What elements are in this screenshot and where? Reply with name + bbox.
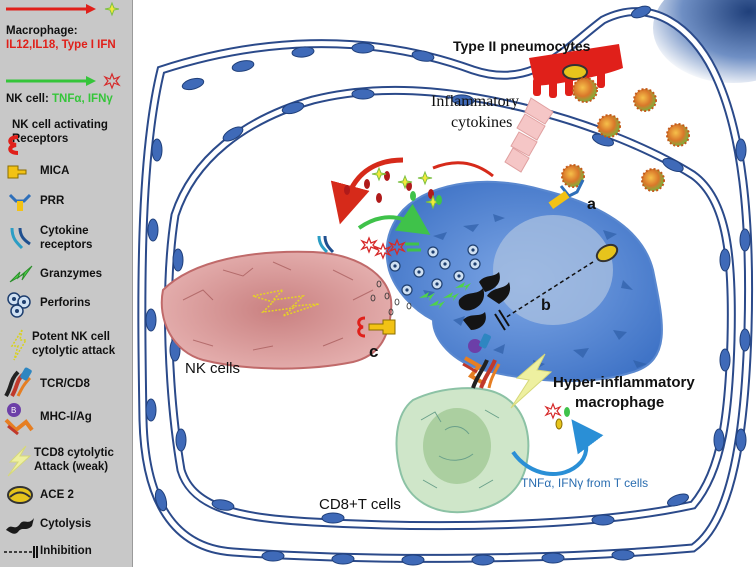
legend-panel: Macrophage: IL12,IL18, Type I IFN NK cel… — [0, 0, 133, 567]
svg-text:B: B — [11, 406, 16, 415]
virus — [666, 123, 690, 147]
cytokine-chevrons — [504, 97, 554, 173]
mica-nk-receptor — [357, 316, 396, 338]
hyper-inflammatory-label-1: Hyper-inflammatory — [553, 374, 695, 391]
legend-granzymes: Granzymes — [0, 262, 133, 288]
hyper-inflammatory-label-2: macrophage — [575, 394, 665, 411]
hyper-inflammatory-macrophage — [385, 180, 663, 383]
label-a: a — [587, 196, 596, 213]
ace2-macrophage — [595, 243, 619, 263]
green-cytokine-dots — [410, 191, 442, 205]
legend-prr: PRR — [0, 190, 133, 214]
granzyme-icon — [9, 265, 33, 283]
scene: Type II pneumocytes Inflammatory cytokin… — [133, 0, 756, 567]
legend-granzymes-label: Granzymes — [40, 268, 103, 280]
released-perforins — [389, 244, 481, 296]
yellow-stars — [371, 166, 441, 210]
pneumocyte-receptor — [529, 44, 623, 98]
lightning-yellow-icon — [10, 329, 28, 361]
legend-ace2: ACE 2 — [0, 484, 133, 508]
red-arrow-icon — [6, 1, 120, 17]
cd8-texture — [420, 409, 500, 489]
red-cytokine-dots — [344, 171, 434, 203]
tcr-cd8-icon — [4, 367, 32, 398]
legend-mica: MICA — [0, 160, 133, 184]
cytokine-receptor-pair — [317, 235, 421, 254]
inhibition-icon — [4, 546, 38, 558]
legend-perforins: Perforins — [0, 290, 133, 320]
legend-cytolysis: Cytolysis — [0, 512, 133, 538]
inflammatory-cytokines-label-2: cytokines — [451, 114, 513, 131]
mhc-icon: B — [4, 403, 34, 436]
prr-icon — [8, 193, 32, 211]
released-granzymes — [419, 282, 471, 309]
legend-nk-detail: TNFα, IFNγ — [52, 93, 113, 105]
legend-mhc-label: MHC-I/Ag — [40, 411, 92, 423]
scene-graphics — [137, 0, 756, 566]
t-cell-cytokine-flow — [511, 402, 604, 477]
type2-pneumocytes-label: Type II pneumocytes — [453, 38, 591, 54]
legend-ace2-label: ACE 2 — [40, 489, 74, 501]
nk-lightning-icon — [252, 288, 320, 317]
legend-macrophage-detail: IL12,IL18, Type I IFN — [6, 39, 116, 51]
virus — [641, 168, 665, 192]
virus — [597, 114, 621, 138]
tcd8-lightning — [510, 353, 553, 409]
cytokine-receptor-icon — [10, 227, 31, 250]
nk-cytokine-flow — [317, 191, 442, 260]
type2-pneumocyte-dark-cell — [653, 0, 756, 83]
cd8-t-cells-label: CD8+T cells — [319, 496, 401, 513]
legend-nk-receptors-label: NK cell activating Receptors — [12, 119, 108, 145]
legend-tcr-cd8: TCR/CD8 — [0, 366, 133, 402]
small-vesicles — [370, 280, 412, 316]
macrophage-cytokine-flow — [330, 157, 494, 225]
perforin-icon — [7, 292, 31, 318]
cytolysis-marks — [458, 272, 511, 330]
virus — [561, 164, 585, 188]
legend-potent-attack: Potent NK cell cytolytic attack — [0, 326, 133, 366]
nk-texture — [182, 261, 374, 351]
prr-receptor — [548, 179, 585, 210]
nk-receptor-icon — [8, 135, 19, 155]
label-b: b — [541, 297, 551, 314]
legend-prr-label: PRR — [40, 195, 65, 207]
mica-icon — [7, 165, 27, 179]
legend-cytolysis-label: Cytolysis — [40, 518, 92, 530]
cd8-t-cell — [395, 387, 530, 514]
legend-tcd8-attack-label: TCD8 cytolytic Attack (weak) — [34, 447, 114, 473]
legend-perforins-label: Perforins — [40, 297, 91, 309]
endothelial-nuclei — [145, 5, 751, 566]
alveolar-membrane — [137, 7, 754, 563]
legend-macrophage-title: Macrophage: — [6, 25, 78, 37]
legend-tcr-cd8-label: TCR/CD8 — [40, 378, 90, 390]
cytolysis-icon — [6, 518, 34, 534]
tnf-from-t-cells-label: TNFα, IFNγ from T cells — [521, 476, 649, 490]
inhibition-line — [494, 261, 594, 331]
tcr-mhc-interaction — [462, 333, 501, 389]
legend-inhibition: Inhibition — [0, 540, 133, 564]
nk-cell — [160, 250, 393, 370]
legend-cytokine-receptors: Cytokine receptors — [0, 220, 133, 258]
legend-mica-label: MICA — [40, 165, 70, 177]
legend-tcd8-attack: TCD8 cytolytic Attack (weak) — [0, 440, 133, 480]
legend-nk-title-text: NK cell: — [6, 93, 49, 105]
virus — [633, 88, 657, 112]
virus — [572, 77, 598, 103]
legend-macrophage: Macrophage: IL12,IL18, Type I IFN — [0, 0, 133, 72]
nk-cells-label: NK cells — [185, 360, 241, 377]
lightning-pale-icon — [7, 445, 32, 477]
legend-nk-title: NK cell: TNFα, IFNγ — [6, 92, 113, 106]
inflammatory-cytokines-label-1: Inflammatory — [431, 93, 519, 110]
legend-nk-receptors: NK cell activating Receptors — [0, 114, 133, 155]
red-starburst — [360, 236, 406, 260]
legend-nk-cell: NK cell: TNFα, IFNγ — [0, 72, 133, 112]
label-c: c — [369, 342, 379, 361]
legend-mhc: B MHC-I/Ag — [0, 400, 133, 436]
legend-cytokine-receptors-label: Cytokine receptors — [40, 225, 93, 251]
legend-potent-attack-label: Potent NK cell cytolytic attack — [32, 331, 116, 357]
legend-inhibition-label: Inhibition — [40, 545, 92, 557]
ace2-icon — [7, 486, 33, 504]
green-arrow-icon — [6, 72, 121, 90]
